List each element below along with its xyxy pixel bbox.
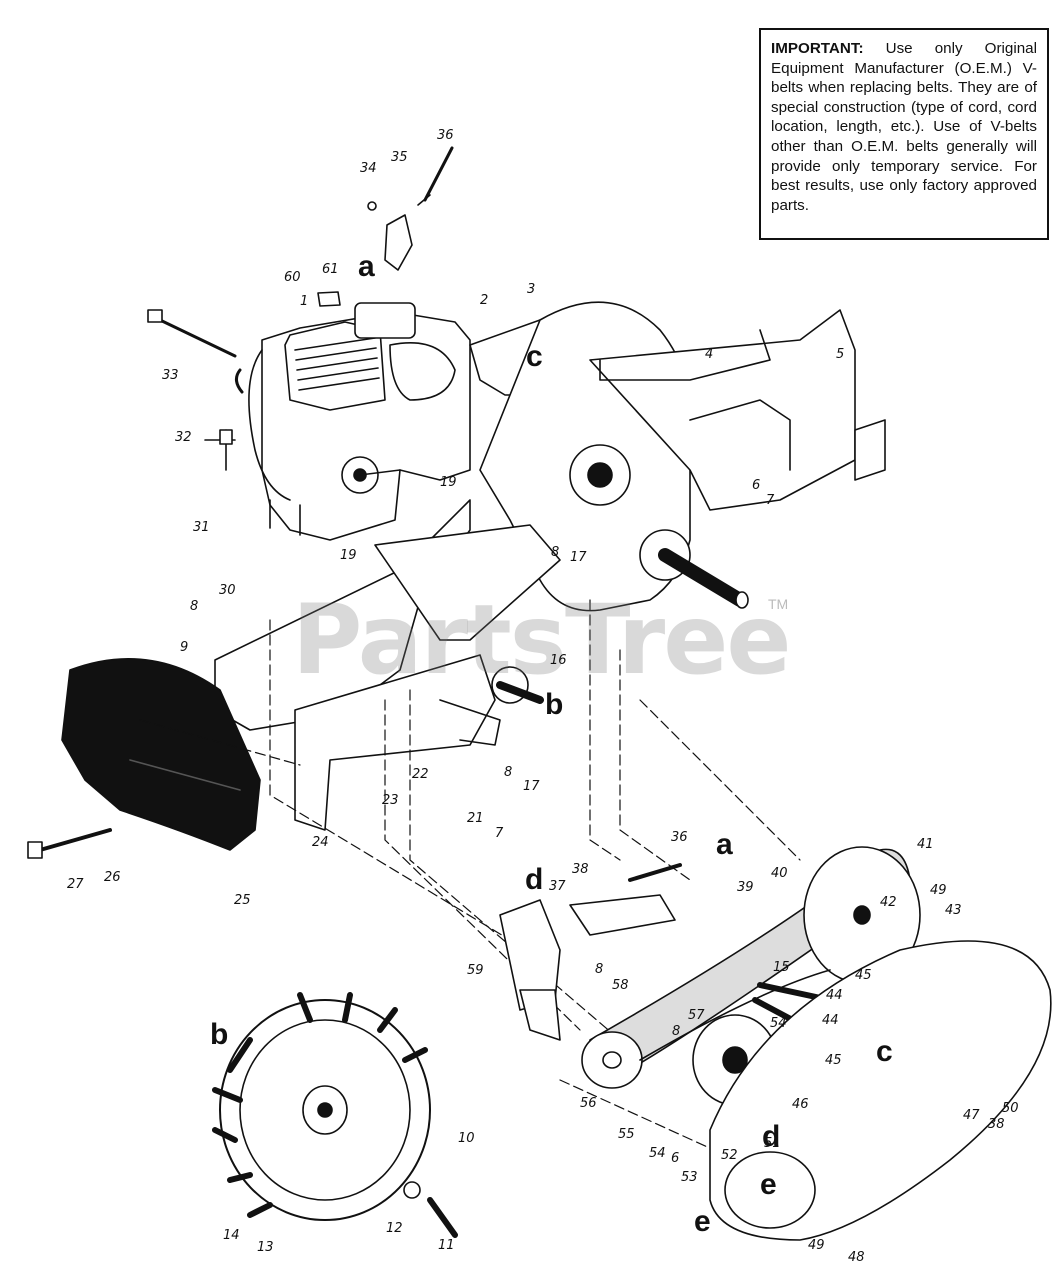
part-label-60[interactable]: 60 (284, 270, 301, 285)
part-label-58[interactable]: 58 (612, 978, 629, 993)
part-label-26[interactable]: 26 (104, 870, 121, 885)
part-label-43[interactable]: 43 (945, 903, 962, 918)
part-label-15[interactable]: 15 (773, 960, 790, 975)
part-label-38[interactable]: 38 (572, 862, 589, 877)
part-label-1[interactable]: 1 (300, 294, 309, 309)
part-label-31[interactable]: 31 (193, 520, 210, 535)
part-label-6[interactable]: 6 (752, 478, 761, 493)
part-label-47[interactable]: 47 (963, 1108, 980, 1123)
part-label-23[interactable]: 23 (382, 793, 399, 808)
part-label-9[interactable]: 9 (180, 640, 189, 655)
bolt-27-drawing (38, 828, 112, 852)
ref-letter-e: e (760, 1168, 777, 1201)
part-label-25[interactable]: 25 (234, 893, 251, 908)
wheel-drawing (212, 992, 458, 1238)
ref-letter-c-2: c (876, 1035, 893, 1068)
part-label-19[interactable]: 19 (440, 475, 457, 490)
part-label-21[interactable]: 21 (467, 811, 484, 826)
part-label-32[interactable]: 32 (175, 430, 192, 445)
ref-letter-b-2: b (210, 1018, 229, 1051)
ref-letter-a: a (358, 250, 375, 283)
part-label-7[interactable]: 7 (766, 493, 775, 508)
part-label-48[interactable]: 48 (848, 1250, 865, 1265)
ref-letter-c: c (526, 340, 543, 373)
part-label-61[interactable]: 61 (322, 262, 339, 277)
ref-letter-b: b (545, 688, 564, 721)
part-label-12[interactable]: 12 (386, 1221, 403, 1236)
part-label-3[interactable]: 3 (527, 282, 536, 297)
part-label-50[interactable]: 50 (1002, 1101, 1019, 1116)
important-note: IMPORTANT: Use only Original Equipment M… (759, 28, 1049, 240)
part-label-51[interactable]: 51 (764, 1136, 781, 1151)
part-label-34[interactable]: 34 (360, 161, 377, 176)
part-label-40[interactable]: 40 (771, 866, 788, 881)
part-label-4[interactable]: 4 (705, 347, 714, 362)
note-heading: IMPORTANT: (771, 40, 864, 57)
part-label-52[interactable]: 52 (721, 1148, 738, 1163)
part-label-24[interactable]: 24 (312, 835, 329, 850)
part-label-54b[interactable]: 54 (649, 1146, 666, 1161)
part-label-35[interactable]: 35 (391, 150, 408, 165)
part-label-36[interactable]: 36 (437, 128, 454, 143)
part-label-45[interactable]: 45 (855, 968, 872, 983)
part-label-7b[interactable]: 7 (495, 826, 504, 841)
part-label-11[interactable]: 11 (438, 1238, 455, 1253)
part-label-39[interactable]: 39 (737, 880, 754, 895)
part-label-38b[interactable]: 38 (988, 1117, 1005, 1132)
ref-letter-d: d (525, 863, 544, 896)
idler-arm-drawing (499, 863, 682, 1041)
part-label-41[interactable]: 41 (917, 837, 934, 852)
part-label-8[interactable]: 8 (551, 545, 560, 560)
part-label-49b[interactable]: 49 (808, 1238, 825, 1253)
partstree-watermark: PartsTree (292, 584, 791, 696)
part-label-8d[interactable]: 8 (595, 962, 604, 977)
trademark-symbol: TM (768, 596, 789, 612)
part-label-6b[interactable]: 6 (671, 1151, 680, 1166)
part-label-46[interactable]: 46 (792, 1097, 809, 1112)
part-label-33[interactable]: 33 (162, 368, 179, 383)
ref-letter-a-2: a (716, 828, 733, 861)
note-body: Use only Original Equipment Manufacturer… (771, 40, 1037, 214)
part-label-14[interactable]: 14 (223, 1228, 240, 1243)
part-label-53[interactable]: 53 (681, 1170, 698, 1185)
ref-letter-e-2: e (694, 1205, 711, 1238)
ref-letter-d-2: d (762, 1120, 781, 1153)
part-label-8b[interactable]: 8 (190, 599, 199, 614)
part-label-44b[interactable]: 44 (822, 1013, 839, 1028)
part-label-30[interactable]: 30 (219, 583, 236, 598)
part-label-44[interactable]: 44 (826, 988, 843, 1003)
part-label-2[interactable]: 2 (480, 293, 489, 308)
part-label-17[interactable]: 17 (570, 550, 587, 565)
part-label-10[interactable]: 10 (458, 1131, 475, 1146)
part-label-5[interactable]: 5 (836, 347, 845, 362)
part-label-8c[interactable]: 8 (504, 765, 513, 780)
part-label-22[interactable]: 22 (412, 767, 429, 782)
front-weight-drawing (61, 657, 261, 851)
part-label-36b[interactable]: 36 (671, 830, 688, 845)
part-label-56[interactable]: 56 (580, 1096, 597, 1111)
part-label-57[interactable]: 57 (688, 1008, 705, 1023)
part-label-42[interactable]: 42 (880, 895, 897, 910)
part-label-45b[interactable]: 45 (825, 1053, 842, 1068)
part-label-55[interactable]: 55 (618, 1127, 635, 1142)
belt-drive-drawing (581, 846, 921, 1106)
part-label-8e[interactable]: 8 (672, 1024, 681, 1039)
throttle-bracket-drawing (147, 146, 454, 471)
part-label-59[interactable]: 59 (467, 963, 484, 978)
part-label-54[interactable]: 54 (770, 1016, 787, 1031)
part-label-19b[interactable]: 19 (340, 548, 357, 563)
frame-arms-drawing (214, 499, 561, 831)
engine-drawing (235, 302, 471, 541)
part-label-13[interactable]: 13 (257, 1240, 274, 1255)
part-label-49[interactable]: 49 (930, 883, 947, 898)
part-label-27[interactable]: 27 (67, 877, 84, 892)
part-label-17b[interactable]: 17 (523, 779, 540, 794)
part-label-16[interactable]: 16 (550, 653, 567, 668)
part-label-37[interactable]: 37 (549, 879, 566, 894)
